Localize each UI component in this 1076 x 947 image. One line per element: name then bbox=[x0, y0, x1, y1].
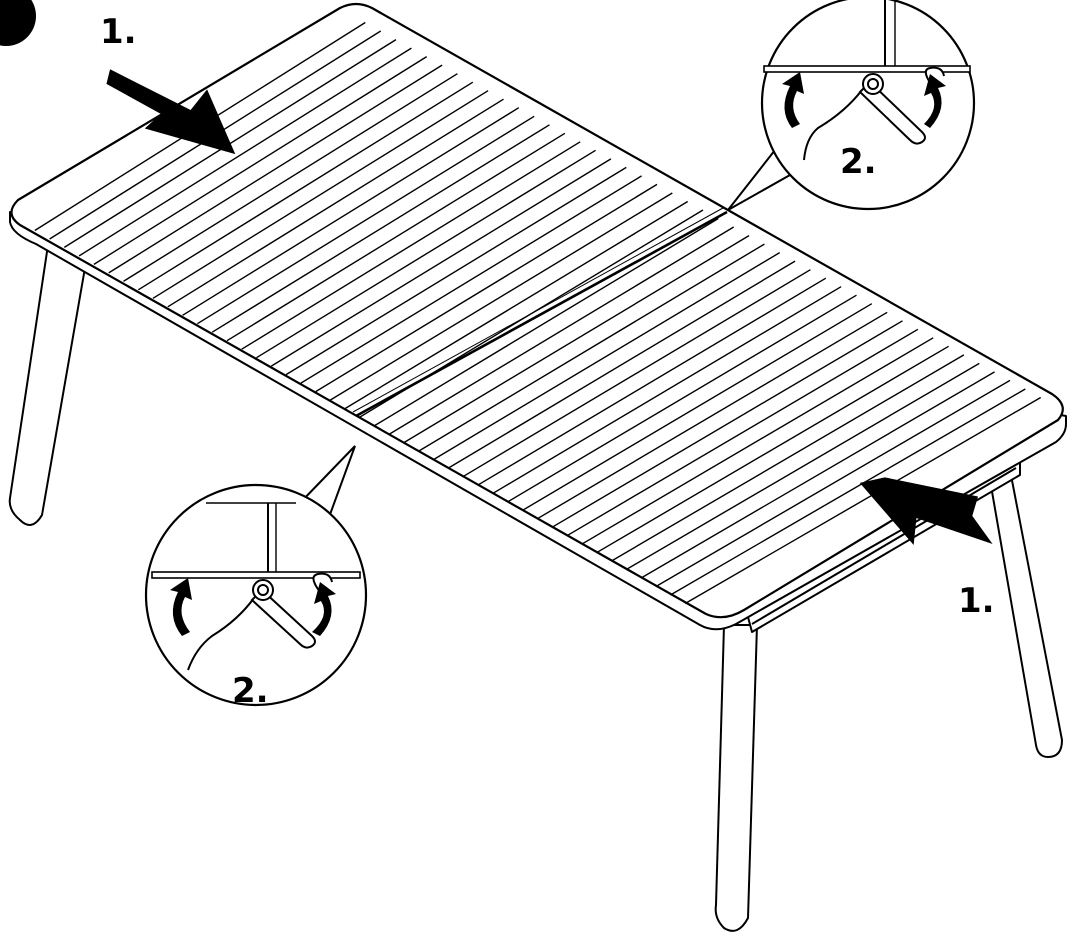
table-top bbox=[9, 2, 1067, 631]
table-slat bbox=[551, 320, 903, 528]
table-legs bbox=[8, 244, 1063, 932]
table-slat bbox=[182, 107, 520, 316]
label-push-top: 1. bbox=[100, 12, 137, 52]
table-slat bbox=[226, 132, 566, 342]
table-slat bbox=[315, 183, 658, 393]
table-slat bbox=[300, 175, 642, 384]
rotate-arrow-icon bbox=[170, 578, 192, 636]
push-arrow-icon bbox=[106, 69, 236, 155]
table-slat bbox=[655, 379, 1011, 588]
extension-seam bbox=[355, 210, 728, 418]
table-slat bbox=[330, 192, 673, 401]
latch-detail-lower: 2. bbox=[144, 445, 368, 711]
table-slat bbox=[241, 141, 581, 350]
table-slat bbox=[448, 260, 796, 469]
latch-detail-upper: 2. bbox=[727, 0, 976, 211]
table-slat bbox=[507, 294, 857, 503]
latch-icon bbox=[803, 66, 945, 161]
leg-front-left bbox=[714, 624, 758, 932]
leg-back-left bbox=[8, 244, 87, 526]
label-push-bottom: 1. bbox=[958, 581, 995, 621]
table-slat bbox=[78, 47, 412, 257]
table-slat bbox=[256, 149, 596, 359]
rotate-arrow-icon bbox=[312, 582, 336, 636]
label-latch-lower: 2. bbox=[232, 671, 269, 711]
table-slat bbox=[433, 251, 781, 461]
table-slat bbox=[123, 73, 458, 282]
leg-front-right bbox=[989, 469, 1063, 758]
table-slat bbox=[374, 217, 719, 427]
table-slat bbox=[403, 234, 750, 444]
label-latch-upper: 2. bbox=[840, 142, 877, 182]
push-arrow-icon bbox=[859, 477, 993, 546]
table-slat bbox=[581, 337, 934, 545]
table-slat bbox=[285, 166, 627, 376]
table-slat bbox=[344, 200, 689, 410]
table-slat bbox=[537, 311, 888, 520]
table-slat bbox=[463, 269, 811, 477]
table-slat bbox=[640, 371, 995, 579]
table-slat bbox=[596, 345, 949, 554]
table-slat bbox=[610, 354, 965, 562]
table-slat bbox=[477, 277, 827, 486]
table-slat bbox=[670, 388, 1026, 596]
table-slat bbox=[152, 90, 489, 299]
table-slat bbox=[625, 362, 980, 571]
table-slat bbox=[167, 98, 504, 308]
rotate-arrow-icon bbox=[782, 72, 804, 128]
table-slat bbox=[492, 286, 842, 494]
step-number: 3 bbox=[2, 1, 21, 34]
latch-icon bbox=[187, 572, 333, 671]
table-slat bbox=[389, 226, 735, 435]
table-slat bbox=[684, 396, 1042, 605]
table-slat bbox=[270, 158, 612, 367]
table-slat bbox=[566, 328, 919, 537]
table-slat bbox=[211, 124, 550, 333]
table-slat bbox=[418, 243, 765, 452]
table-slat bbox=[137, 81, 474, 291]
rotate-arrow-icon bbox=[924, 74, 946, 128]
table-slat bbox=[197, 115, 535, 325]
table-slat bbox=[108, 64, 443, 274]
table-slat bbox=[522, 303, 873, 511]
step-badge: 3 bbox=[0, 0, 36, 46]
table-slat bbox=[93, 56, 428, 265]
